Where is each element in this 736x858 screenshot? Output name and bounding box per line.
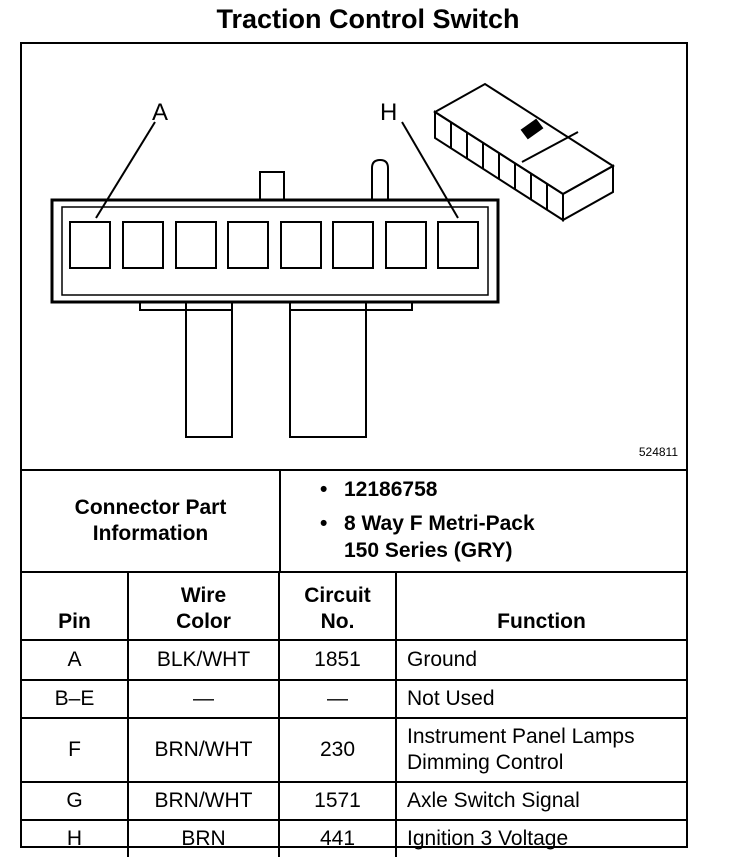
connector-info-heading: Connector Part Information [74, 496, 227, 545]
connector-description: 8 Way F Metri-Pack 150 Series (GRY) [320, 510, 535, 564]
pinout-table: Pin Wire Color Circuit No. Function A BL… [22, 571, 686, 857]
connector-info-details: 12186758 8 Way F Metri-Pack 150 Series (… [320, 476, 535, 564]
cell-function: Instrument Panel Lamps Dimming Control [395, 717, 686, 783]
cell-pin: G [22, 781, 129, 821]
label-h: H [380, 99, 397, 126]
table-header-row: Pin Wire Color Circuit No. Function [22, 571, 686, 641]
wire-lead-right [289, 301, 367, 438]
table-row: F BRN/WHT 230 Instrument Panel Lamps Dim… [22, 717, 686, 783]
cell-circuit: 1851 [278, 639, 397, 681]
cavity-a [69, 221, 111, 269]
cavity-b [122, 221, 164, 269]
cell-circuit: 230 [278, 717, 397, 783]
cell-circuit: 441 [278, 819, 397, 857]
cell-function: Ground [395, 639, 686, 681]
cell-function: Axle Switch Signal [395, 781, 686, 821]
cell-wire-color: BRN [127, 819, 280, 857]
mini-connector-side [562, 164, 614, 222]
header-pin: Pin [22, 571, 129, 641]
connector-drawing: A H [50, 82, 615, 438]
cell-circuit: 1571 [278, 781, 397, 821]
cell-function: Ignition 3 Voltage [395, 819, 686, 857]
mini-connector-top [433, 82, 615, 196]
connector-lock-hook [371, 158, 389, 200]
header-function: Function [395, 571, 686, 641]
info-divider [279, 471, 281, 571]
part-number: 12186758 [320, 476, 535, 503]
table-row: B–E — — Not Used [22, 679, 686, 719]
cell-pin: B–E [22, 679, 129, 719]
cell-wire-color: BRN/WHT [127, 781, 280, 821]
cavity-c [175, 221, 217, 269]
cavity-e [280, 221, 322, 269]
table-row: G BRN/WHT 1571 Axle Switch Signal [22, 781, 686, 821]
mini-connector-key [520, 118, 544, 140]
header-circuit: Circuit No. [278, 571, 397, 641]
wire-lead-left [185, 301, 233, 438]
cavity-h [437, 221, 479, 269]
table-row: A BLK/WHT 1851 Ground [22, 639, 686, 681]
cell-circuit: — [278, 679, 397, 719]
leader-line-h [401, 121, 459, 219]
cell-wire-color: BRN/WHT [127, 717, 280, 783]
cell-pin: H [22, 819, 129, 857]
page-title: Traction Control Switch [216, 4, 520, 34]
cell-wire-color: BLK/WHT [127, 639, 280, 681]
figure-id: 524811 [638, 445, 678, 459]
table-row: H BRN 441 Ignition 3 Voltage [22, 819, 686, 857]
section-divider [22, 469, 686, 471]
cell-wire-color: — [127, 679, 280, 719]
label-a: A [152, 99, 168, 126]
cavity-g [385, 221, 427, 269]
connector-body [50, 198, 500, 304]
connector-body-inner [61, 206, 489, 296]
cavity-d [227, 221, 269, 269]
connector-figure: A H 524811 [22, 44, 686, 469]
cavity-f [332, 221, 374, 269]
connector-sheet: A H 524811 Connector Part Information 12… [20, 42, 688, 857]
leader-line-a [95, 121, 156, 219]
cell-pin: F [22, 717, 129, 783]
mini-connector-slot [521, 131, 579, 163]
cell-function: Not Used [395, 679, 686, 719]
cell-pin: A [22, 639, 129, 681]
connector-latch-tab [259, 171, 285, 200]
header-wire-color: Wire Color [127, 571, 280, 641]
